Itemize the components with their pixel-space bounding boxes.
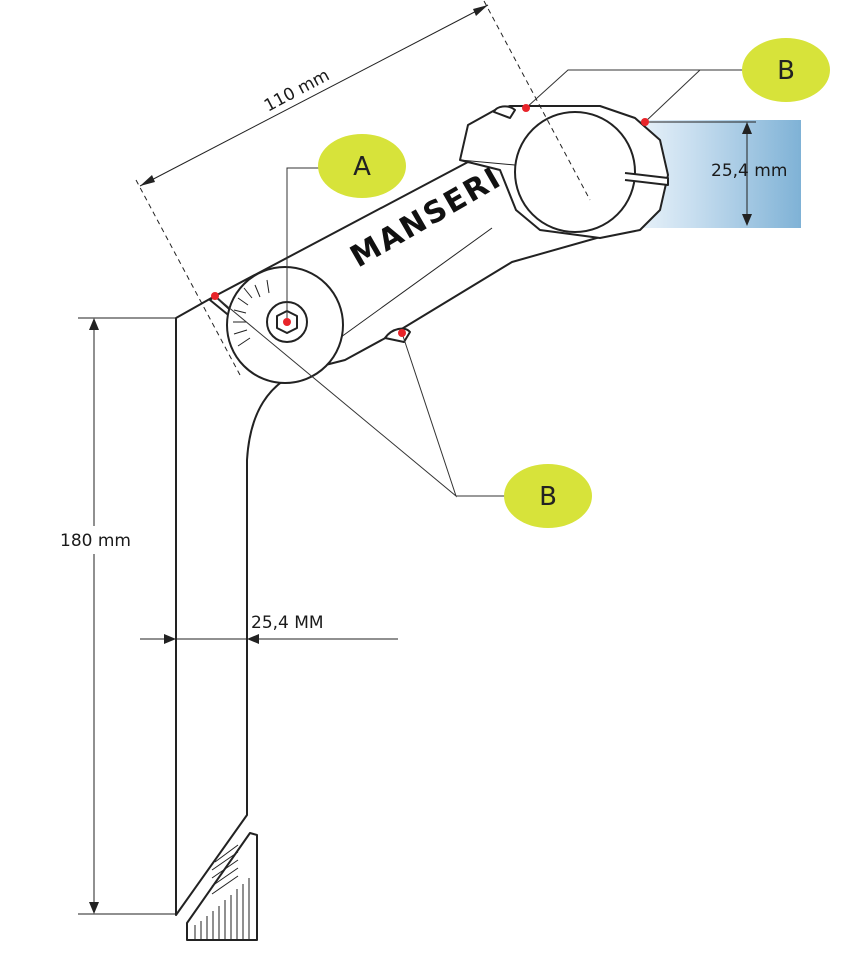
reach-dimension-line (139, 4, 489, 187)
callout-b-top: B (742, 38, 830, 102)
stem-arm-edge (329, 227, 493, 346)
quill-diameter-label: 25,4 MM (251, 613, 324, 633)
callout-a: A (318, 134, 406, 198)
clamp-split-top (459, 159, 516, 166)
reach-extension-right (483, 0, 591, 201)
callout-b-bottom: B (504, 464, 592, 528)
reach-arrow-right (473, 5, 488, 16)
leader-b-top (525, 69, 745, 123)
leader-b-bottom (214, 295, 510, 498)
svg-text:B: B (539, 482, 557, 512)
angle-scale (233, 279, 270, 347)
marker-points (211, 104, 649, 337)
wedge-threads (194, 844, 250, 940)
reach-extension-left (135, 179, 241, 376)
height-label-bg (58, 526, 136, 554)
clamp-bolt-top (493, 105, 516, 119)
svg-text:B: B (777, 56, 795, 86)
leader-a (286, 167, 322, 322)
height-label: 180 mm (60, 531, 131, 551)
quill-arrow-left (164, 634, 176, 644)
height-arrow-top (89, 318, 99, 330)
height-arrow-bottom (89, 902, 99, 914)
clamp-diameter-label: 25,4 mm (711, 161, 787, 181)
clamp-arrow-bottom (742, 214, 752, 226)
clamp-split-right (624, 172, 669, 186)
clamp-arrow-top (742, 122, 752, 134)
reach-arrow-left (140, 175, 155, 186)
quill-arrow-right (247, 634, 259, 644)
svg-text:A: A (353, 152, 371, 182)
quill-tube (175, 295, 299, 916)
